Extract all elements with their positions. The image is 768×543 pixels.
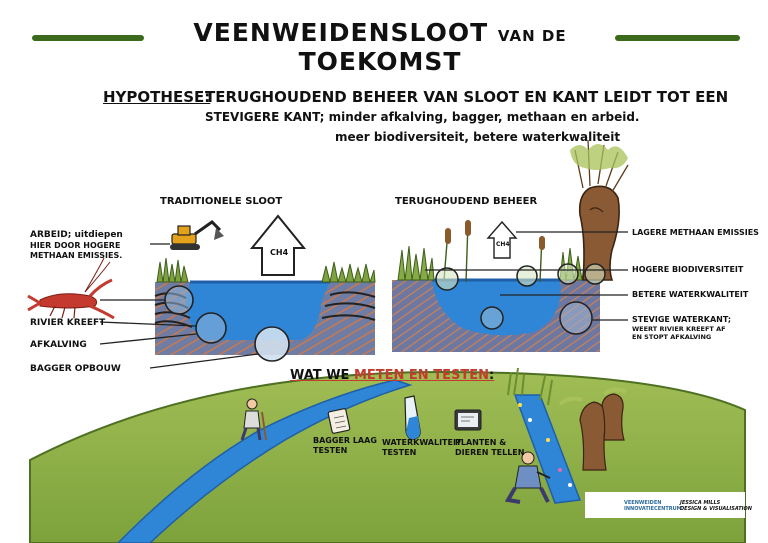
- label-arbeid-1: ARBEID; uitdiepen: [30, 230, 123, 240]
- left-methane-label: CH4: [270, 248, 289, 257]
- willow-tree-icon: [570, 139, 629, 281]
- left-section-title: TRADITIONELE SLOOT: [160, 196, 283, 207]
- clipboard-icon: [327, 408, 351, 434]
- title-bar-right: [615, 35, 740, 41]
- right-methane-arrow: [486, 220, 518, 259]
- traditional-ditch: [27, 214, 376, 369]
- right-callout-4: [584, 263, 606, 285]
- measure-heading: WAT WE METEN EN TESTEN:: [290, 368, 494, 383]
- hypothesis-label: HYPOTHESE:: [103, 88, 211, 106]
- title-bar-left: [32, 35, 144, 41]
- measure-heading-2: METEN EN TESTEN: [353, 368, 489, 383]
- excavator-icon: [170, 220, 224, 250]
- label-arbeid-2: HIER DOOR HOGERE: [30, 241, 121, 250]
- label-biodiversiteit: HOGERE BIODIVERSITEIT: [632, 265, 744, 274]
- label-waterkwaliteit: BETERE WATERKWALITEIT: [632, 290, 749, 299]
- field-river: [116, 379, 413, 543]
- left-callout-bagger: [254, 326, 290, 362]
- hypothesis-line-3: meer biodiversiteit, betere waterkwalite…: [335, 130, 621, 144]
- label-kreeft: RIVIER KREEFT: [30, 318, 106, 328]
- test-planten-line1: PLANTEN &: [455, 438, 507, 447]
- test-bagger: BAGGER LAAG TESTEN: [313, 436, 377, 456]
- right-section-title: TERUGHOUDEND BEHEER: [395, 196, 538, 207]
- person-kneeling-icon: [504, 451, 551, 504]
- right-callout-1: [435, 267, 459, 291]
- hypothesis-line-1: TERUGHOUDEND BEHEER VAN SLOOT EN KANT LE…: [205, 88, 729, 106]
- hypothesis-line-2: STEVIGERE KANT; minder afkalving, bagger…: [205, 110, 640, 124]
- label-afkalving: AFKALVING: [30, 340, 87, 350]
- test-bagger-line1: BAGGER LAAG: [313, 436, 377, 445]
- title-middle: VAN DE: [497, 27, 567, 45]
- test-bagger-line2: TESTEN: [313, 446, 348, 455]
- right-callout-2: [516, 265, 538, 287]
- logo-line-1: VEENWEIDEN: [624, 500, 662, 506]
- person-standing-icon: [240, 398, 267, 441]
- label-arbeid: ARBEID; uitdiepen HIER DOOR HOGERE METHA…: [30, 230, 123, 261]
- right-field-ditch: [513, 394, 582, 504]
- left-methane-arrow: [249, 214, 307, 276]
- test-water-line1: WATERKWALITEIT: [382, 438, 462, 447]
- title-end: TOEKOMST: [298, 47, 462, 76]
- title-main: VEENWEIDENSLOOT: [193, 18, 489, 47]
- left-callout-afkalving: [164, 285, 194, 315]
- label-waterkant-1: STEVIGE WATERKANT;: [632, 315, 732, 324]
- right-callout-3: [557, 263, 579, 285]
- logo-line-2: INNOVATIECENTRUM: [624, 506, 682, 512]
- measure-heading-3: :: [488, 368, 495, 383]
- field-landscape: [29, 367, 746, 543]
- test-water-line2: TESTEN: [382, 448, 417, 457]
- footer-logo-text: VEENWEIDEN INNOVATIECENTRUM: [624, 500, 682, 512]
- right-methane-label: CH4: [496, 241, 510, 248]
- test-tube-icon: [404, 395, 421, 440]
- footer-credit: JESSICA MILLS DESIGN & VISUALISATION: [680, 500, 752, 512]
- footer-box: [585, 492, 745, 518]
- test-planten: PLANTEN & DIEREN TELLEN: [455, 438, 524, 458]
- label-waterkant: STEVIGE WATERKANT; WEERT RIVIER KREEFT A…: [632, 315, 731, 341]
- label-arbeid-3: METHAAN EMISSIES.: [30, 251, 123, 260]
- page-title: VEENWEIDENSLOOT VAN DE TOEKOMST: [160, 18, 600, 76]
- label-methaan: LAGERE METHAAN EMISSIES: [632, 228, 759, 237]
- right-callout-5: [480, 306, 504, 330]
- right-callout-6: [559, 301, 593, 335]
- credit-line-2: DESIGN & VISUALISATION: [680, 506, 752, 512]
- label-waterkant-3: EN STOPT AFKALVING: [632, 333, 712, 341]
- restrained-ditch: [392, 139, 629, 352]
- tablet-icon: [454, 409, 482, 431]
- test-planten-line2: DIEREN TELLEN: [455, 448, 525, 457]
- crayfish-icon: [27, 257, 115, 320]
- measure-heading-1: WAT WE: [290, 368, 350, 383]
- left-callout-kreeft: [195, 312, 227, 344]
- credit-line-1: JESSICA MILLS: [680, 500, 721, 506]
- label-waterkant-2: WEERT RIVIER KREEFT AF: [632, 325, 726, 333]
- label-bagger: BAGGER OPBOUW: [30, 364, 121, 374]
- test-water: WATERKWALITEIT TESTEN: [382, 438, 461, 458]
